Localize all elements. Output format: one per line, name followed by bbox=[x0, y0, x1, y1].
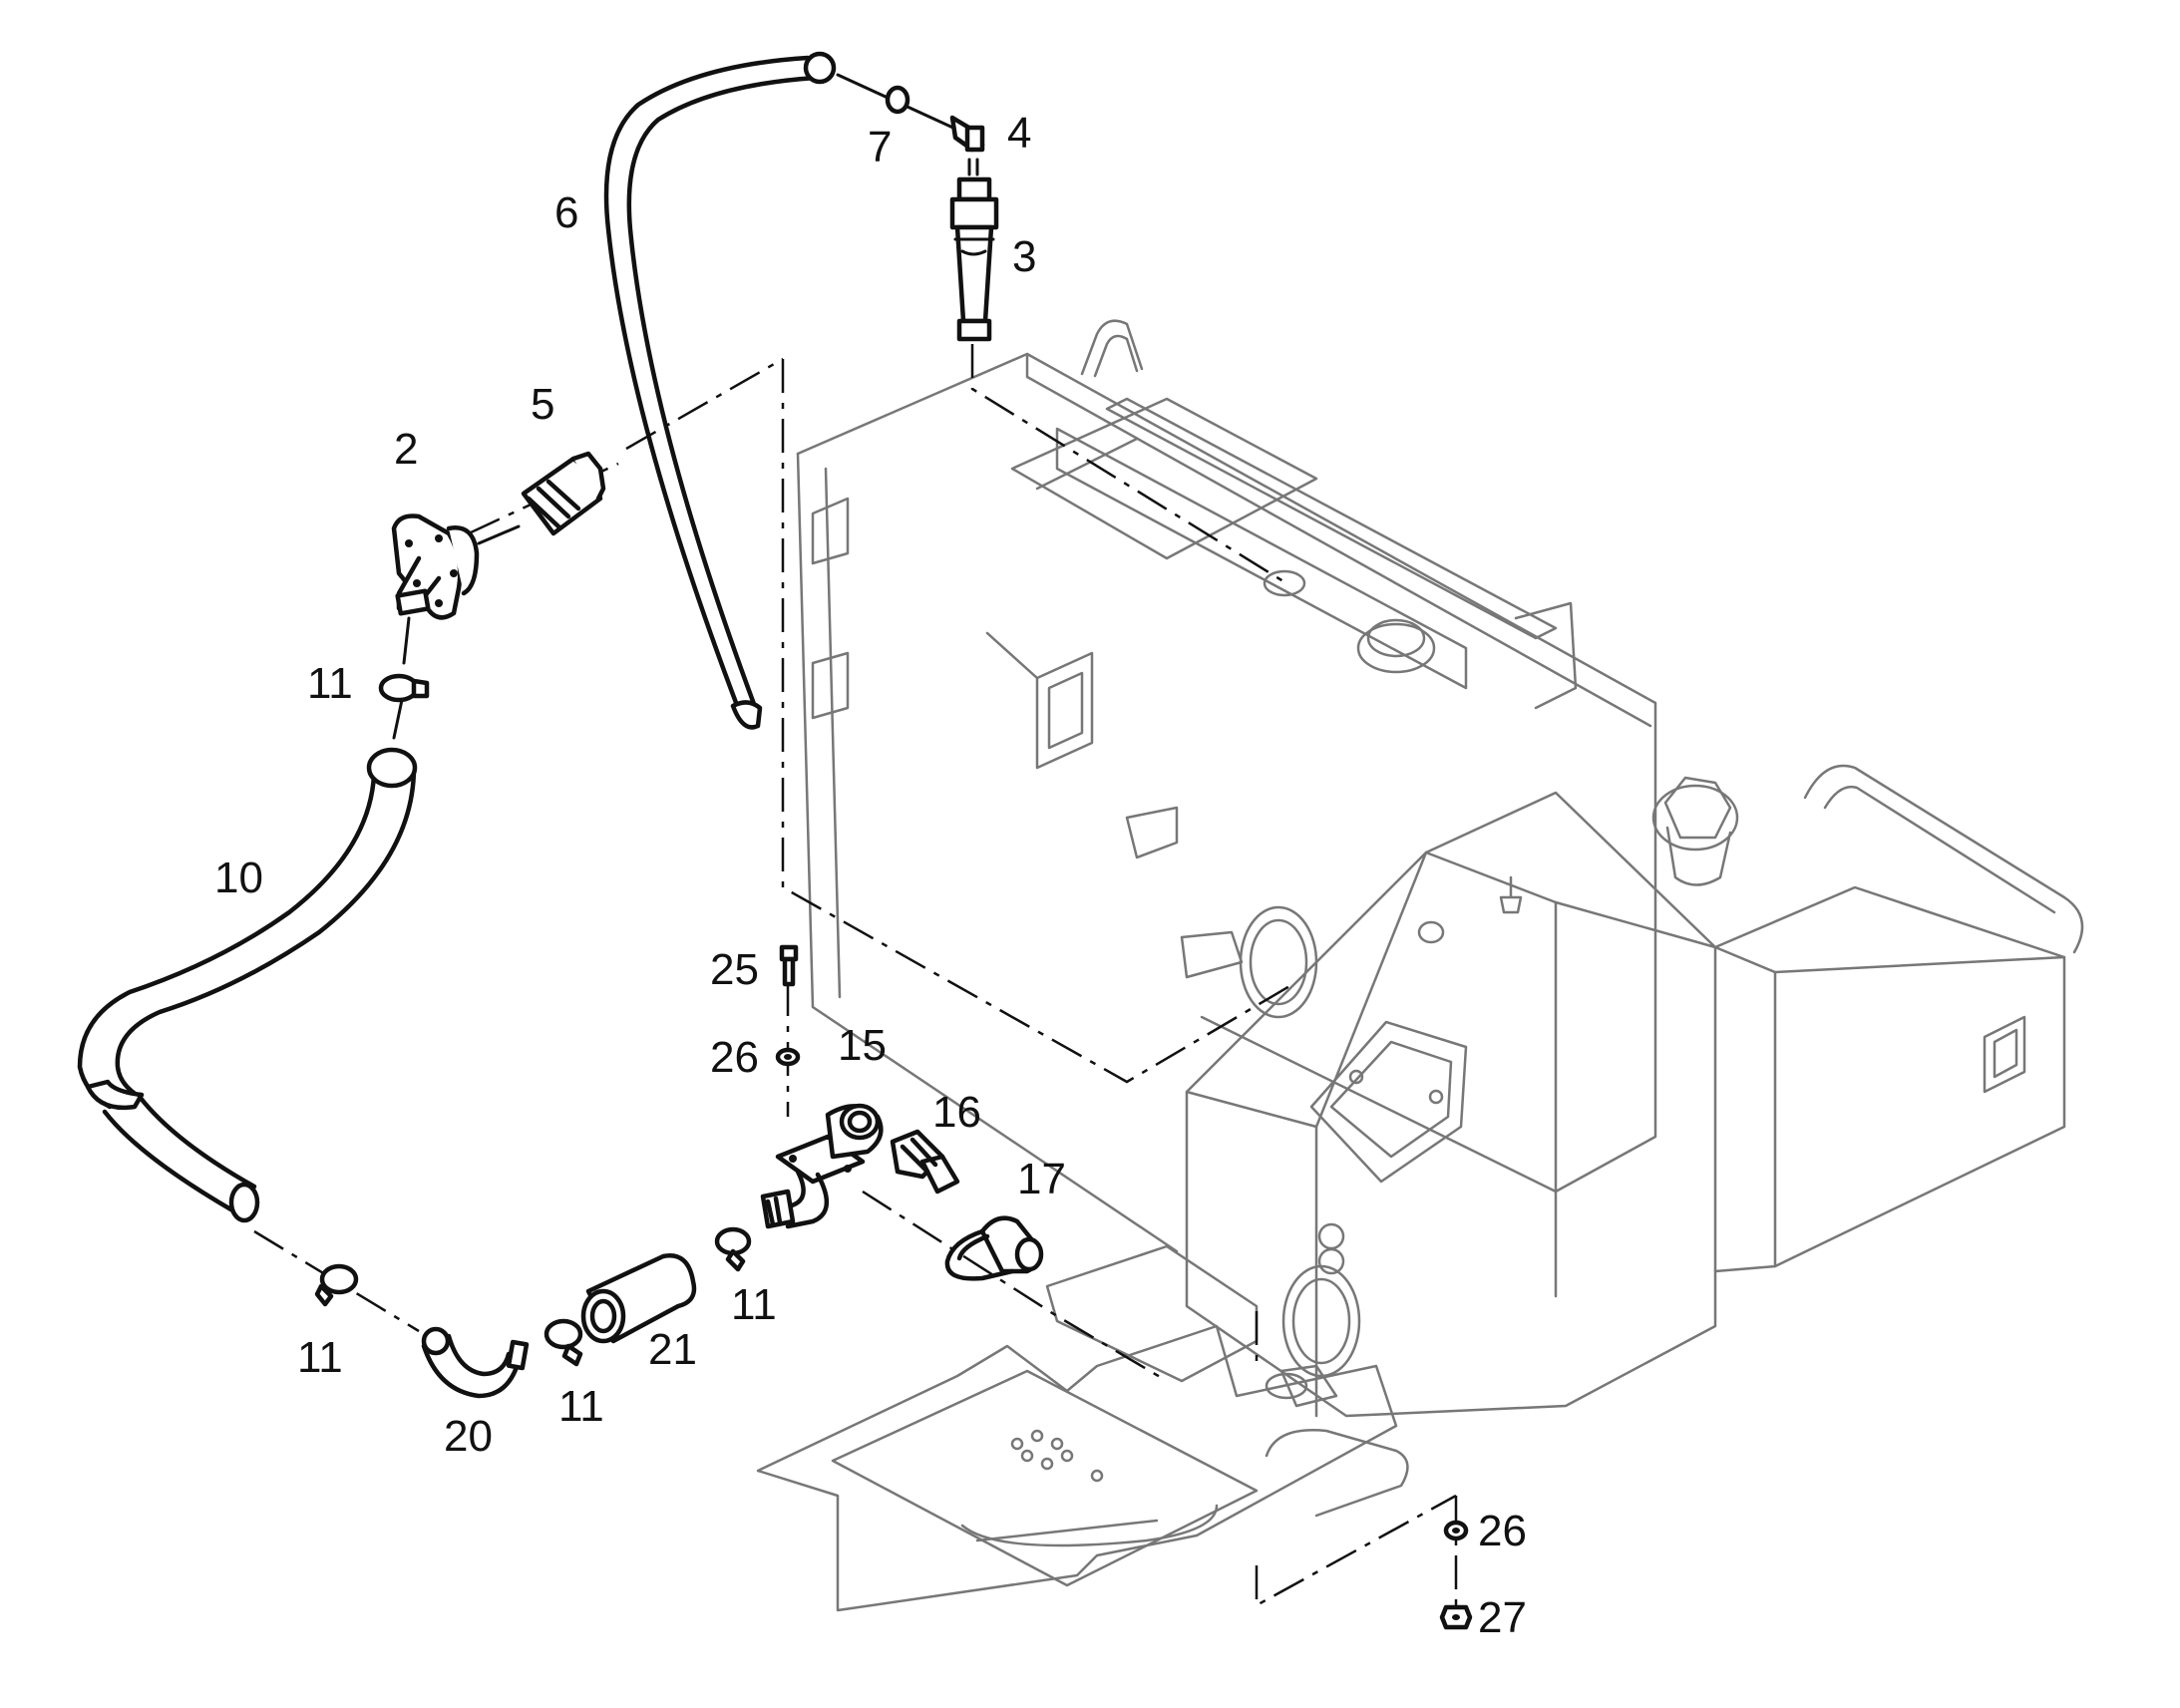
label-part-5: 5 bbox=[531, 380, 554, 429]
adapter-fitting-part-5 bbox=[521, 451, 606, 536]
fuel-tank-assembly bbox=[756, 319, 2084, 1612]
label-part-17: 17 bbox=[1017, 1155, 1066, 1203]
bolt-part-25 bbox=[779, 944, 799, 987]
label-part-27: 27 bbox=[1478, 1593, 1527, 1642]
label-part-16: 16 bbox=[932, 1088, 981, 1137]
label-part-11-d: 11 bbox=[731, 1280, 777, 1329]
label-part-2: 2 bbox=[394, 425, 418, 474]
label-part-21: 21 bbox=[648, 1325, 697, 1374]
label-part-20: 20 bbox=[444, 1412, 493, 1461]
part-labels: 2 3 4 5 6 7 10 11 11 11 11 15 16 17 20 2… bbox=[214, 109, 1527, 1642]
hose-clamp-part-11-right bbox=[714, 1226, 752, 1272]
check-valve-part-3 bbox=[949, 176, 999, 342]
flange-elbow-part-15 bbox=[760, 1103, 884, 1229]
label-part-26-a: 26 bbox=[710, 1033, 759, 1082]
label-part-25: 25 bbox=[710, 945, 759, 994]
dust-cap-part-17 bbox=[944, 1215, 1044, 1281]
label-part-15: 15 bbox=[838, 1021, 887, 1070]
label-part-11-a: 11 bbox=[307, 659, 353, 708]
washer-part-26-top bbox=[775, 1047, 801, 1067]
label-part-4: 4 bbox=[1007, 109, 1031, 158]
label-part-11-b: 11 bbox=[297, 1333, 343, 1382]
hose-clamp-part-11-top bbox=[378, 673, 430, 740]
adapter-part-16 bbox=[890, 1129, 960, 1195]
hose-clamp-part-11-left bbox=[314, 1263, 359, 1307]
hose-clamp-part-11-mid bbox=[544, 1318, 583, 1367]
nut-part-27 bbox=[1439, 1604, 1473, 1630]
label-part-3: 3 bbox=[1012, 232, 1036, 281]
elbow-fitting-part-4 bbox=[949, 115, 985, 176]
label-part-26-b: 26 bbox=[1478, 1507, 1527, 1555]
label-part-6: 6 bbox=[554, 188, 578, 237]
label-part-11-c: 11 bbox=[558, 1382, 604, 1431]
hose-elbow-part-20 bbox=[421, 1326, 530, 1399]
coolant-hose-part-10 bbox=[77, 747, 418, 1223]
washer-part-26-bottom bbox=[1443, 1520, 1469, 1541]
hose-section-part-21 bbox=[580, 1253, 697, 1344]
hose-clamp-part-7 bbox=[836, 73, 959, 132]
flange-elbow-part-2 bbox=[391, 513, 521, 665]
label-part-7: 7 bbox=[868, 123, 892, 171]
breather-hose-part-6 bbox=[603, 51, 837, 730]
label-part-10: 10 bbox=[214, 854, 263, 902]
